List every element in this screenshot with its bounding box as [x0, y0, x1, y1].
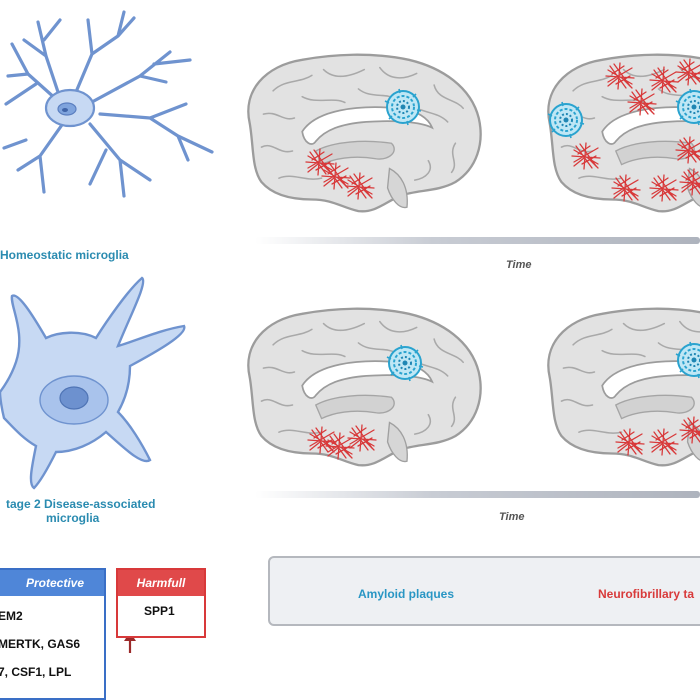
legend-amyloid-label: Amyloid plaques [358, 587, 455, 601]
time-arrow-bottom [255, 491, 700, 498]
protective-genes-box: Protective EM2 MERTK, GAS6 7, CSF1, LPL [0, 568, 106, 700]
brain-bottom-late [547, 307, 700, 467]
legend-tau-label: Neurofibrillary ta [598, 587, 695, 601]
homeostatic-microglia-cell [2, 10, 214, 198]
legend-box [268, 556, 700, 626]
protective-item: 7, CSF1, LPL [0, 665, 72, 679]
protective-item: EM2 [0, 609, 23, 623]
protective-title: Protective [0, 570, 104, 596]
disease-associated-label-line1: tage 2 Disease-associated [6, 497, 156, 511]
time-label-bottom: Time [499, 511, 525, 523]
homeostatic-microglia-label: Homeostatic microglia [0, 248, 129, 262]
harmful-title: Harmfull [118, 570, 204, 596]
disease-associated-label-line2: microglia [46, 511, 100, 525]
time-arrow-top [255, 237, 700, 244]
protective-item: MERTK, GAS6 [0, 637, 81, 651]
disease-associated-microglia-label: tage 2 Disease-associated microglia [0, 497, 188, 525]
harmful-genes-box: Harmfull SPP1 [116, 568, 206, 638]
harmful-item: SPP1 [144, 604, 175, 618]
time-label-top: Time [506, 259, 532, 271]
